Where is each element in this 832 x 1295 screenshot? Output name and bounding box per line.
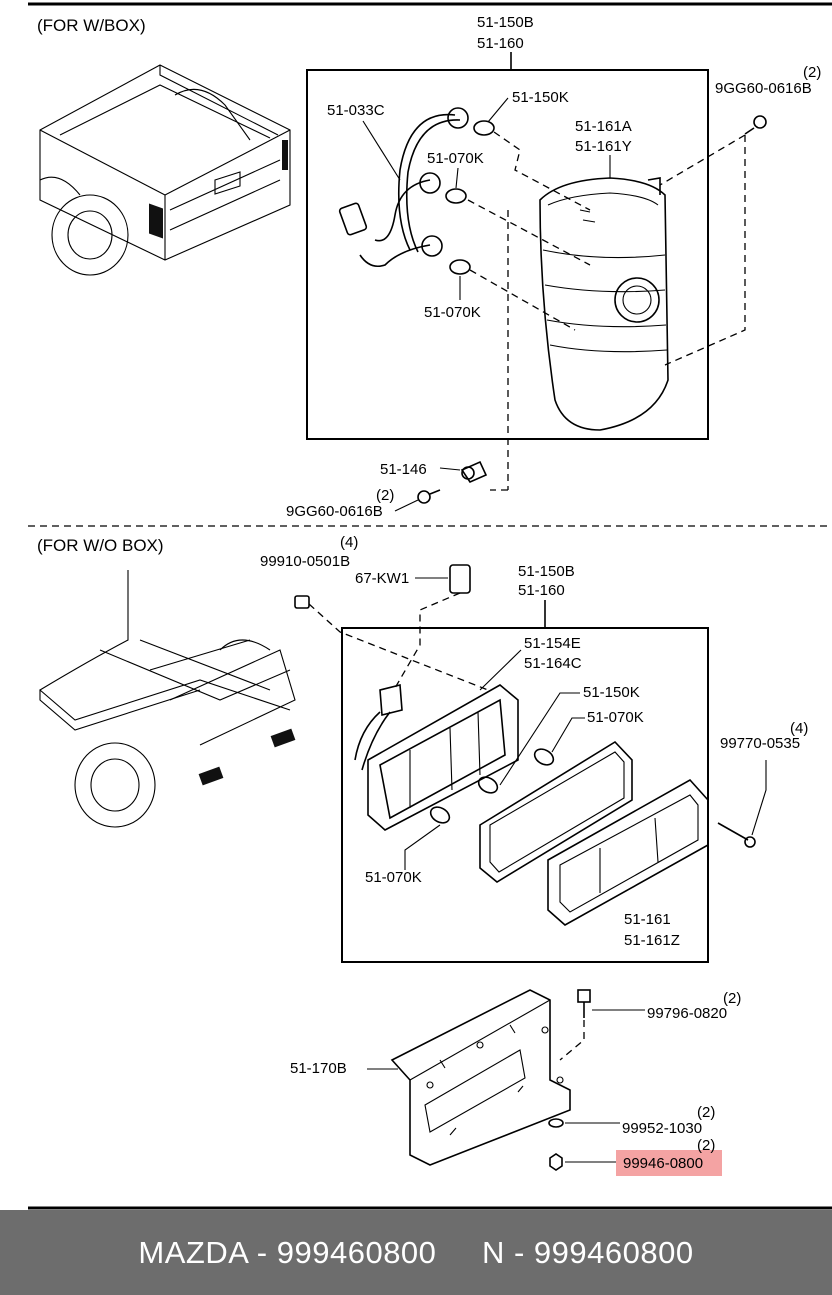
label-51-154E: 51-154E [524, 635, 581, 652]
section-title-without-box: (FOR W/O BOX) [37, 536, 164, 555]
grommet-51-146 [460, 460, 488, 484]
label-51-150K-mid: 51-150K [583, 684, 640, 701]
truck-without-box-illustration [39, 570, 296, 828]
label-51-150B-mid: 51-150B [518, 563, 575, 580]
bulb-51-070K-b [429, 806, 451, 824]
label-67-KW1: 67-KW1 [355, 570, 409, 587]
label-9GG60-top: 9GG60-0616B [715, 80, 812, 97]
label-51-160-mid: 51-160 [518, 582, 565, 599]
label-51-150K-top: 51-150K [512, 89, 569, 106]
qty-99910: (4) [340, 534, 358, 551]
label-99796-0820: 99796-0820 [647, 1005, 727, 1022]
qty-99796: (2) [723, 990, 741, 1007]
leader-51-033C [362, 120, 401, 181]
label-99910-0501B: 99910-0501B [260, 553, 350, 570]
clip-99910 [294, 595, 310, 609]
leader-51-070K-a [455, 167, 459, 189]
screw-99770 [717, 822, 756, 848]
dash-line-3 [469, 269, 576, 331]
leader-51-070K-mid [551, 717, 585, 753]
dash-clip [308, 603, 489, 691]
leader-51-070K-lower [404, 824, 441, 870]
washer-99952 [548, 1118, 564, 1128]
label-51-150B-top: 51-150B [477, 14, 534, 31]
qty-9GG60-top: (2) [803, 64, 821, 81]
dash-line-right-2 [659, 134, 746, 186]
leader-51-150K-top [487, 97, 509, 123]
dash-connector [394, 592, 461, 689]
footer-part-numbers: MAZDA - 999460800 N - 999460800 [138, 1234, 694, 1270]
label-51-161: 51-161 [624, 911, 671, 928]
highlight-box-99946 [616, 1150, 722, 1176]
qty-9GG60-bottom: (2) [376, 487, 394, 504]
label-51-070K-mid: 51-070K [587, 709, 644, 726]
tail-lamp-with-box [539, 177, 669, 431]
leader-9GG60-bottom [394, 499, 419, 512]
dash-line-right [664, 135, 746, 366]
screw-9GG60-top [744, 115, 767, 135]
label-51-070K-top-a: 51-070K [427, 150, 484, 167]
lamp-housing-51-154E [354, 683, 519, 831]
qty-99952: (2) [697, 1104, 715, 1121]
label-51-160-top: 51-160 [477, 35, 524, 52]
leader-51-150K-mid [499, 692, 580, 786]
bracket-51-170B [390, 989, 571, 1166]
label-51-161Y: 51-161Y [575, 138, 632, 155]
lens-51-161 [547, 778, 709, 926]
label-9GG60-bottom: 9GG60-0616B [286, 503, 383, 520]
label-99946-0800[interactable]: 99946-0800 [623, 1155, 703, 1172]
qty-99770: (4) [790, 720, 808, 737]
lower-parts-box [341, 627, 709, 963]
bulb-51-150K [477, 776, 499, 794]
screw-9GG60-bottom [417, 489, 441, 504]
wiring-harness-51-033C [338, 107, 495, 275]
connector-67-KW1 [449, 564, 471, 594]
label-51-033C: 51-033C [327, 102, 385, 119]
label-51-161A: 51-161A [575, 118, 632, 135]
section-title-with-box: (FOR W/BOX) [37, 16, 146, 35]
dash-bolt [559, 1020, 585, 1061]
footer-bar: MAZDA - 999460800 N - 999460800 [0, 1210, 832, 1295]
label-51-146: 51-146 [380, 461, 427, 478]
label-99952-1030: 99952-1030 [622, 1120, 702, 1137]
label-51-161Z: 51-161Z [624, 932, 680, 949]
dash-line-1 [493, 131, 591, 211]
label-51-164C: 51-164C [524, 655, 582, 672]
truck-with-box-illustration [39, 64, 291, 276]
bolt-99796 [577, 989, 591, 1018]
label-51-070K-top-b: 51-070K [424, 304, 481, 321]
label-51-070K-lower: 51-070K [365, 869, 422, 886]
nut-99946 [549, 1153, 563, 1171]
gasket [479, 740, 633, 883]
bulb-51-070K-a [533, 748, 555, 766]
leader-51-146 [439, 467, 461, 471]
leader-51-154E [479, 649, 522, 691]
label-51-170B: 51-170B [290, 1060, 347, 1077]
leader-99770 [751, 760, 767, 836]
parts-diagram: (FOR W/BOX) 51-150B 51-160 51-033C 5 [28, 2, 832, 1210]
qty-99946: (2) [697, 1137, 715, 1154]
label-99770-0535: 99770-0535 [720, 735, 800, 752]
